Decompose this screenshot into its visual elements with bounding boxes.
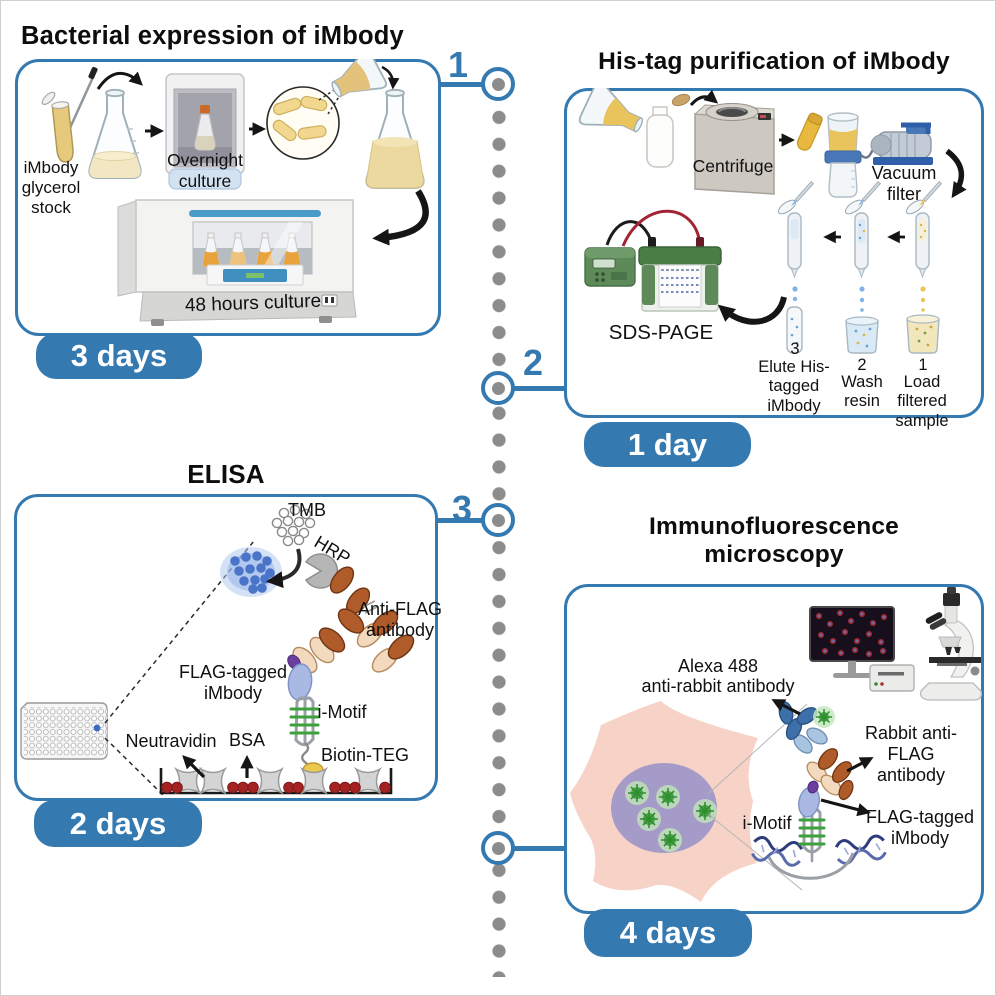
tmb-label: TMB bbox=[288, 500, 326, 520]
spin-column-wash bbox=[844, 181, 882, 354]
pouring-flask-icon bbox=[331, 59, 388, 98]
bsa-label: BSA bbox=[228, 730, 266, 750]
step-number-1: 1 bbox=[448, 44, 469, 85]
centrifuge-icon bbox=[693, 103, 775, 195]
neutravidin-label: Neutravidin bbox=[125, 731, 217, 751]
petri-dish-icon bbox=[266, 86, 340, 160]
elute-column-number: 3 bbox=[790, 340, 800, 358]
panel2-illustration bbox=[578, 88, 967, 354]
load-column-label: Load filtered sample bbox=[895, 373, 949, 430]
rabbit-anti-flag-antibody-icon bbox=[806, 748, 854, 801]
arrow-bottle-to-centrifuge bbox=[689, 89, 719, 107]
panel1-illustration bbox=[41, 59, 429, 326]
vacuum-pump-icon bbox=[860, 122, 933, 165]
i-motif-structure-icon-p4 bbox=[798, 807, 826, 863]
flag-tagged-imbody-label: FLAG-tagged iMbody bbox=[178, 662, 288, 704]
panel2-title: His-tag purification of iMbody bbox=[598, 48, 950, 75]
hrp-enzyme-icon bbox=[304, 553, 339, 589]
arrow-tube-to-flask bbox=[96, 71, 143, 90]
arrow-to-flag-label bbox=[820, 798, 871, 817]
timeline-connector-3 bbox=[436, 518, 486, 523]
alexa488-label-line1: Alexa 488 bbox=[677, 656, 759, 676]
spin-column-load bbox=[905, 181, 943, 354]
spin-column-elute bbox=[777, 181, 815, 354]
panel4-title: Immunofluorescence microscopy bbox=[648, 513, 900, 569]
arrow-to-rabbit-label bbox=[846, 757, 874, 773]
overnight-incubator-icon bbox=[165, 73, 245, 190]
panel4-duration-badge: 4 days bbox=[584, 909, 752, 957]
flag-tagged-imbody-label-p4: FLAG-tagged iMbody bbox=[865, 807, 975, 849]
panel4-illustration bbox=[570, 587, 983, 902]
alexa488-label-line2: anti-rabbit antibody bbox=[641, 676, 795, 696]
positive-well bbox=[93, 724, 101, 732]
collection-bottle-icon bbox=[646, 106, 674, 168]
96-well-plate-icon bbox=[20, 702, 108, 760]
arrow-filter-to-columns bbox=[945, 148, 967, 199]
i-motif-label: i-Motif bbox=[317, 702, 367, 722]
timeline-node-2-dot bbox=[491, 381, 505, 395]
panel3-title: ELISA bbox=[187, 459, 265, 489]
panel1-title: Bacterial expression of iMbody bbox=[21, 22, 404, 50]
timeline-node-1-dot bbox=[491, 77, 505, 91]
culture-flask-icon bbox=[88, 88, 142, 179]
flag-tag-icon-p4 bbox=[807, 780, 819, 794]
cell-illustration bbox=[570, 701, 758, 902]
pouring-culture-flask-icon bbox=[578, 88, 644, 133]
panel3-duration-badge: 2 days bbox=[34, 800, 202, 847]
bsa-icons bbox=[161, 781, 391, 794]
alexa488-fluorophore-icon bbox=[812, 705, 836, 729]
anti-flag-antibody-icon bbox=[292, 566, 415, 674]
timeline-connector-1 bbox=[437, 82, 487, 87]
monitor-icon bbox=[809, 606, 895, 678]
anti-flag-antibody-label: Anti-FLAG antibody bbox=[357, 599, 443, 641]
arrow-to-alexa-label bbox=[771, 699, 801, 716]
controller-box-icon bbox=[869, 664, 915, 692]
wash-column-label: Wash resin bbox=[841, 373, 883, 411]
well-surface-icon bbox=[159, 768, 393, 795]
sds-page-label: SDS-PAGE bbox=[608, 321, 714, 344]
glycerol-stock-tube-icon bbox=[41, 66, 98, 163]
tmb-substrate-icon bbox=[271, 504, 316, 547]
i-motif-label-p4: i-Motif bbox=[742, 813, 792, 833]
timeline-node-4 bbox=[481, 831, 515, 865]
centrifuge-label: Centrifuge bbox=[692, 156, 774, 176]
dna-strands-icon bbox=[751, 834, 887, 880]
biotin-teg-label: Biotin-TEG bbox=[320, 745, 410, 765]
vacuum-filter-icon bbox=[824, 112, 862, 198]
load-column-number: 1 bbox=[918, 356, 928, 374]
step-number-3: 3 bbox=[452, 488, 473, 529]
timeline-connector-2 bbox=[512, 386, 566, 391]
panel3-illustration bbox=[20, 504, 415, 797]
timeline-node-2 bbox=[481, 371, 515, 405]
step-number-2: 2 bbox=[523, 342, 544, 383]
i-motif-structure-icon bbox=[289, 696, 320, 747]
timeline-node-4-dot bbox=[491, 841, 505, 855]
arrow-tmb-to-product bbox=[265, 548, 302, 589]
vacuum-filter-label: Vacuum filter bbox=[871, 163, 937, 205]
microscope-icon bbox=[920, 587, 983, 701]
blue-product-icon bbox=[220, 547, 282, 597]
timeline-connector-4 bbox=[512, 846, 566, 851]
rabbit-anti-flag-label: Rabbit anti-FLAG antibody bbox=[864, 723, 958, 786]
timeline-node-1 bbox=[481, 67, 515, 101]
timeline-node-3 bbox=[481, 503, 515, 537]
arrow-neutravidin bbox=[182, 755, 206, 779]
arrow-pour-to-flask bbox=[381, 65, 400, 90]
sds-page-icon bbox=[584, 209, 722, 312]
glycerol-stock-label: iMbody glycerol stock bbox=[21, 158, 81, 218]
panel1-duration-badge: 3 days bbox=[36, 333, 202, 379]
48-hours-culture-label: 48 hours culture bbox=[184, 290, 322, 317]
panel2-duration-badge: 1 day bbox=[584, 422, 751, 467]
alexa488-anti-rabbit-antibody-icon bbox=[778, 701, 828, 754]
timeline-node-3-dot bbox=[491, 513, 505, 527]
supernatant-tube-icon bbox=[796, 112, 823, 151]
elute-column-label: Elute His-tagged iMbody bbox=[758, 358, 830, 415]
arrow-flask-to-shaker bbox=[372, 189, 429, 246]
bottle-cap-icon bbox=[671, 93, 691, 107]
expression-flask-icon bbox=[365, 88, 425, 189]
wash-column-number: 2 bbox=[857, 356, 867, 374]
arrow-elute-to-sdspage bbox=[717, 296, 787, 325]
shaking-incubator-icon bbox=[117, 199, 357, 326]
overnight-culture-label: Overnight culture bbox=[167, 150, 243, 191]
